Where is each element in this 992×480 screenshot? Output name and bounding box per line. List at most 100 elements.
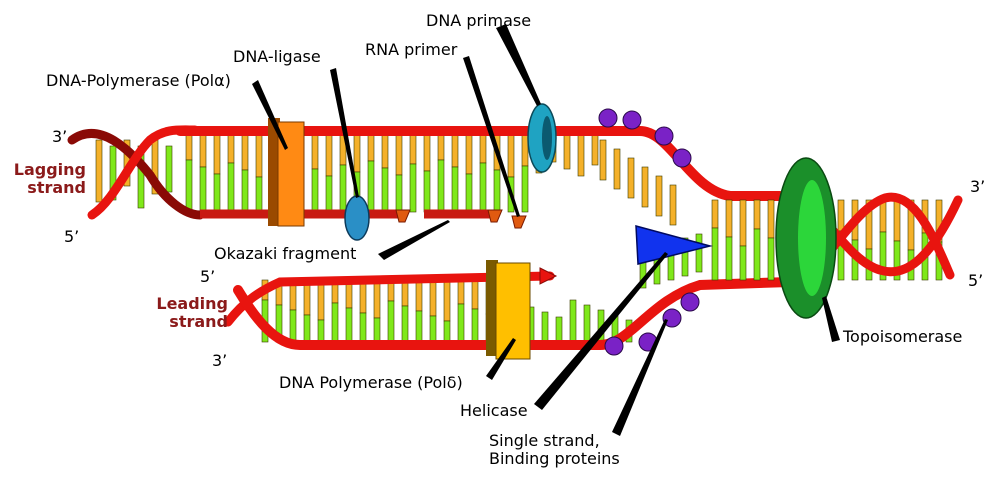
base-pair-bottom xyxy=(443,320,451,343)
leading-strand-label: Leading strand xyxy=(156,295,228,331)
base-pair-bottom xyxy=(241,169,249,213)
base-pair-bottom xyxy=(711,227,719,281)
base-pair-top xyxy=(457,279,465,305)
rna-primer-segment-1 xyxy=(395,209,411,223)
label-okazaki-fragment: Okazaki fragment xyxy=(214,244,357,263)
base-pair-top xyxy=(711,199,719,229)
ssb-protein xyxy=(598,108,618,128)
lagging-strand-line2: strand xyxy=(27,178,86,197)
base-pair-top xyxy=(359,279,367,314)
base-pair-fork xyxy=(599,139,607,181)
base-pair-top xyxy=(255,133,263,178)
base-pair-bottom xyxy=(339,164,347,213)
base-pair-bottom xyxy=(367,160,375,213)
base-pair-bottom xyxy=(325,175,333,213)
base-pair-top xyxy=(227,133,235,164)
leading-helix-backbone-a xyxy=(223,271,555,327)
base-pair-top xyxy=(317,279,325,321)
label-dna-ligase: DNA-ligase xyxy=(233,47,321,66)
base-pair-bottom xyxy=(395,174,403,213)
base-pair-fork xyxy=(613,148,621,190)
base-pair-bottom xyxy=(199,166,207,213)
single-strand-binding-proteins xyxy=(598,108,700,356)
base-pair-bottom xyxy=(255,176,263,213)
base-pair-top xyxy=(893,199,901,242)
end-label-leading-5: 5’ xyxy=(200,267,216,286)
base-pair-top xyxy=(591,133,599,166)
pointer-helicase xyxy=(534,252,668,410)
base-pair-bottom xyxy=(415,310,423,343)
label-dna-primase: DNA primase xyxy=(426,11,532,30)
base-pair-top xyxy=(367,133,375,162)
base-pair-top xyxy=(577,133,585,177)
label-ssb-line2: Binding proteins xyxy=(489,449,620,468)
base-pair-bottom xyxy=(493,169,501,213)
base-pair-top xyxy=(837,199,845,232)
base-pair-top xyxy=(241,133,249,171)
base-pair-top xyxy=(373,279,381,319)
ssb-protein xyxy=(680,292,700,312)
topoisomerase-ring xyxy=(775,157,837,319)
ssb-protein xyxy=(662,308,682,328)
end-label-leading-3: 3’ xyxy=(212,351,228,370)
base-pair-bottom xyxy=(227,162,235,213)
base-pair-helix xyxy=(165,145,173,193)
base-pair-bottom xyxy=(409,163,417,213)
base-pair-top xyxy=(443,279,451,322)
base-pair-top xyxy=(753,199,761,230)
base-pair-fork xyxy=(655,175,663,217)
pointer-okazaki xyxy=(378,220,450,260)
base-pair-fork xyxy=(627,157,635,199)
base-pair-top xyxy=(423,133,431,172)
rna-primer-segment-2 xyxy=(487,209,503,223)
label-ssb-line1: Single strand, xyxy=(489,431,600,450)
ssb-protein xyxy=(622,110,642,130)
base-pair-top xyxy=(507,133,515,178)
base-pair-top xyxy=(199,133,207,168)
helicase-protein xyxy=(635,225,713,265)
base-pair-bottom xyxy=(345,307,353,343)
base-pair-top xyxy=(521,133,529,167)
base-pair-bottom xyxy=(569,299,577,343)
base-pair-bottom xyxy=(381,167,389,213)
base-pair-bottom xyxy=(311,168,319,213)
end-label-lagging-3: 3’ xyxy=(52,127,68,146)
pointer-pol-delta xyxy=(486,338,516,380)
label-helicase: Helicase xyxy=(460,401,528,420)
dna-ligase-protein xyxy=(344,195,370,241)
ssb-protein xyxy=(672,148,692,168)
dna-polymerase-alpha xyxy=(268,118,305,227)
lagging-helix-backbone-a xyxy=(67,129,205,220)
base-pair-bottom xyxy=(387,300,395,343)
base-pair-bottom xyxy=(317,319,325,343)
base-pair-bottom xyxy=(331,302,339,343)
base-pair-top xyxy=(415,279,423,312)
base-pair-fork xyxy=(641,166,649,208)
lagging-strand-label: Lagging strand xyxy=(14,161,86,197)
base-pair-bottom xyxy=(767,237,775,281)
base-pair-bottom xyxy=(303,314,311,343)
base-pair-bottom xyxy=(451,166,459,213)
base-pair-top xyxy=(767,199,775,239)
ssb-protein xyxy=(654,126,674,146)
label-rna-primer: RNA primer xyxy=(365,40,458,59)
base-pair-top xyxy=(353,133,361,173)
leading-strand-arrowhead xyxy=(539,267,558,285)
base-pair-top xyxy=(325,133,333,177)
label-pol-alpha: DNA-Polymerase (Polα) xyxy=(46,71,231,90)
base-pair-bottom xyxy=(583,304,591,343)
dna-polymerase-delta xyxy=(486,260,531,360)
base-pair-top xyxy=(739,199,747,247)
base-pair-bottom xyxy=(541,311,549,343)
base-pair-bottom xyxy=(359,312,367,343)
pointer-topoisomerase xyxy=(822,296,840,342)
base-pair-bottom xyxy=(555,316,563,343)
base-pair-top xyxy=(437,133,445,161)
base-pair-bottom xyxy=(753,228,761,281)
base-pair-top xyxy=(409,133,417,165)
base-pair-top xyxy=(879,199,887,233)
end-label-right-3: 3’ xyxy=(970,177,986,196)
base-pair-top xyxy=(213,133,221,175)
end-label-lagging-5: 5’ xyxy=(64,227,80,246)
